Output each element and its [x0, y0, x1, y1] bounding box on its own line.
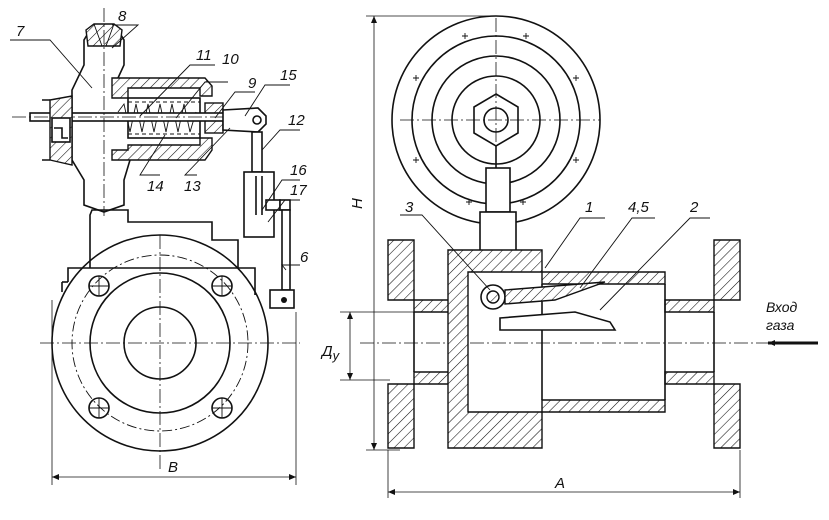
left-neck-outline	[89, 209, 239, 268]
inlet-label-line2: газа	[766, 317, 795, 333]
valve-internals	[480, 281, 617, 331]
label-17: 17	[290, 182, 307, 199]
lever-arm	[281, 209, 291, 291]
pipe-body	[387, 239, 741, 449]
label-6: 6	[300, 249, 309, 266]
gauge-crosses	[413, 33, 579, 205]
dimension-b: B	[51, 300, 297, 485]
flange-bolt-holes	[88, 275, 233, 419]
valve-plate	[499, 311, 617, 331]
label-3: 3	[405, 199, 414, 216]
label-13: 13	[184, 178, 201, 195]
dimension-a-label: A	[554, 475, 565, 492]
label-2: 2	[689, 199, 699, 216]
dimension-du-label: Ду	[320, 343, 341, 363]
vertical-valve-body	[42, 8, 131, 216]
dimension-b-label: B	[168, 459, 178, 476]
label-11: 11	[196, 47, 212, 64]
right-leaders	[400, 214, 710, 311]
lever-linkage	[222, 107, 295, 309]
label-15: 15	[280, 67, 297, 84]
inlet-label-line1: Вход	[766, 299, 798, 315]
left-view: B 7 8 11 10 9 15 12 14 13 16	[10, 8, 309, 485]
dimension-h-label: H	[349, 198, 366, 209]
dimension-du: Ду	[320, 311, 414, 381]
label-4-5: 4,5	[628, 199, 650, 216]
valve-lever	[504, 281, 606, 305]
label-8: 8	[118, 8, 127, 25]
left-body-outline	[67, 267, 256, 295]
dimension-h: H	[349, 15, 496, 451]
left-leaders	[10, 24, 300, 271]
gas-inlet: Вход газа	[766, 299, 818, 346]
label-9: 9	[248, 75, 257, 92]
label-16: 16	[290, 162, 307, 179]
gauge-stem	[485, 167, 511, 213]
right-part-numbers: 3 1 4,5 2	[405, 199, 699, 216]
label-7: 7	[16, 23, 25, 40]
label-14: 14	[147, 178, 164, 195]
label-10: 10	[222, 51, 239, 68]
label-12: 12	[288, 112, 305, 129]
left-part-numbers: 7 8 11 10 9 15 12 14 13 16 17 6	[16, 8, 309, 266]
lever-rod	[251, 131, 263, 173]
label-1: 1	[585, 199, 593, 216]
actuator-housing	[12, 77, 260, 161]
dimension-a: A	[387, 450, 741, 498]
right-view: Ду H A Вход газа 3	[320, 15, 818, 498]
